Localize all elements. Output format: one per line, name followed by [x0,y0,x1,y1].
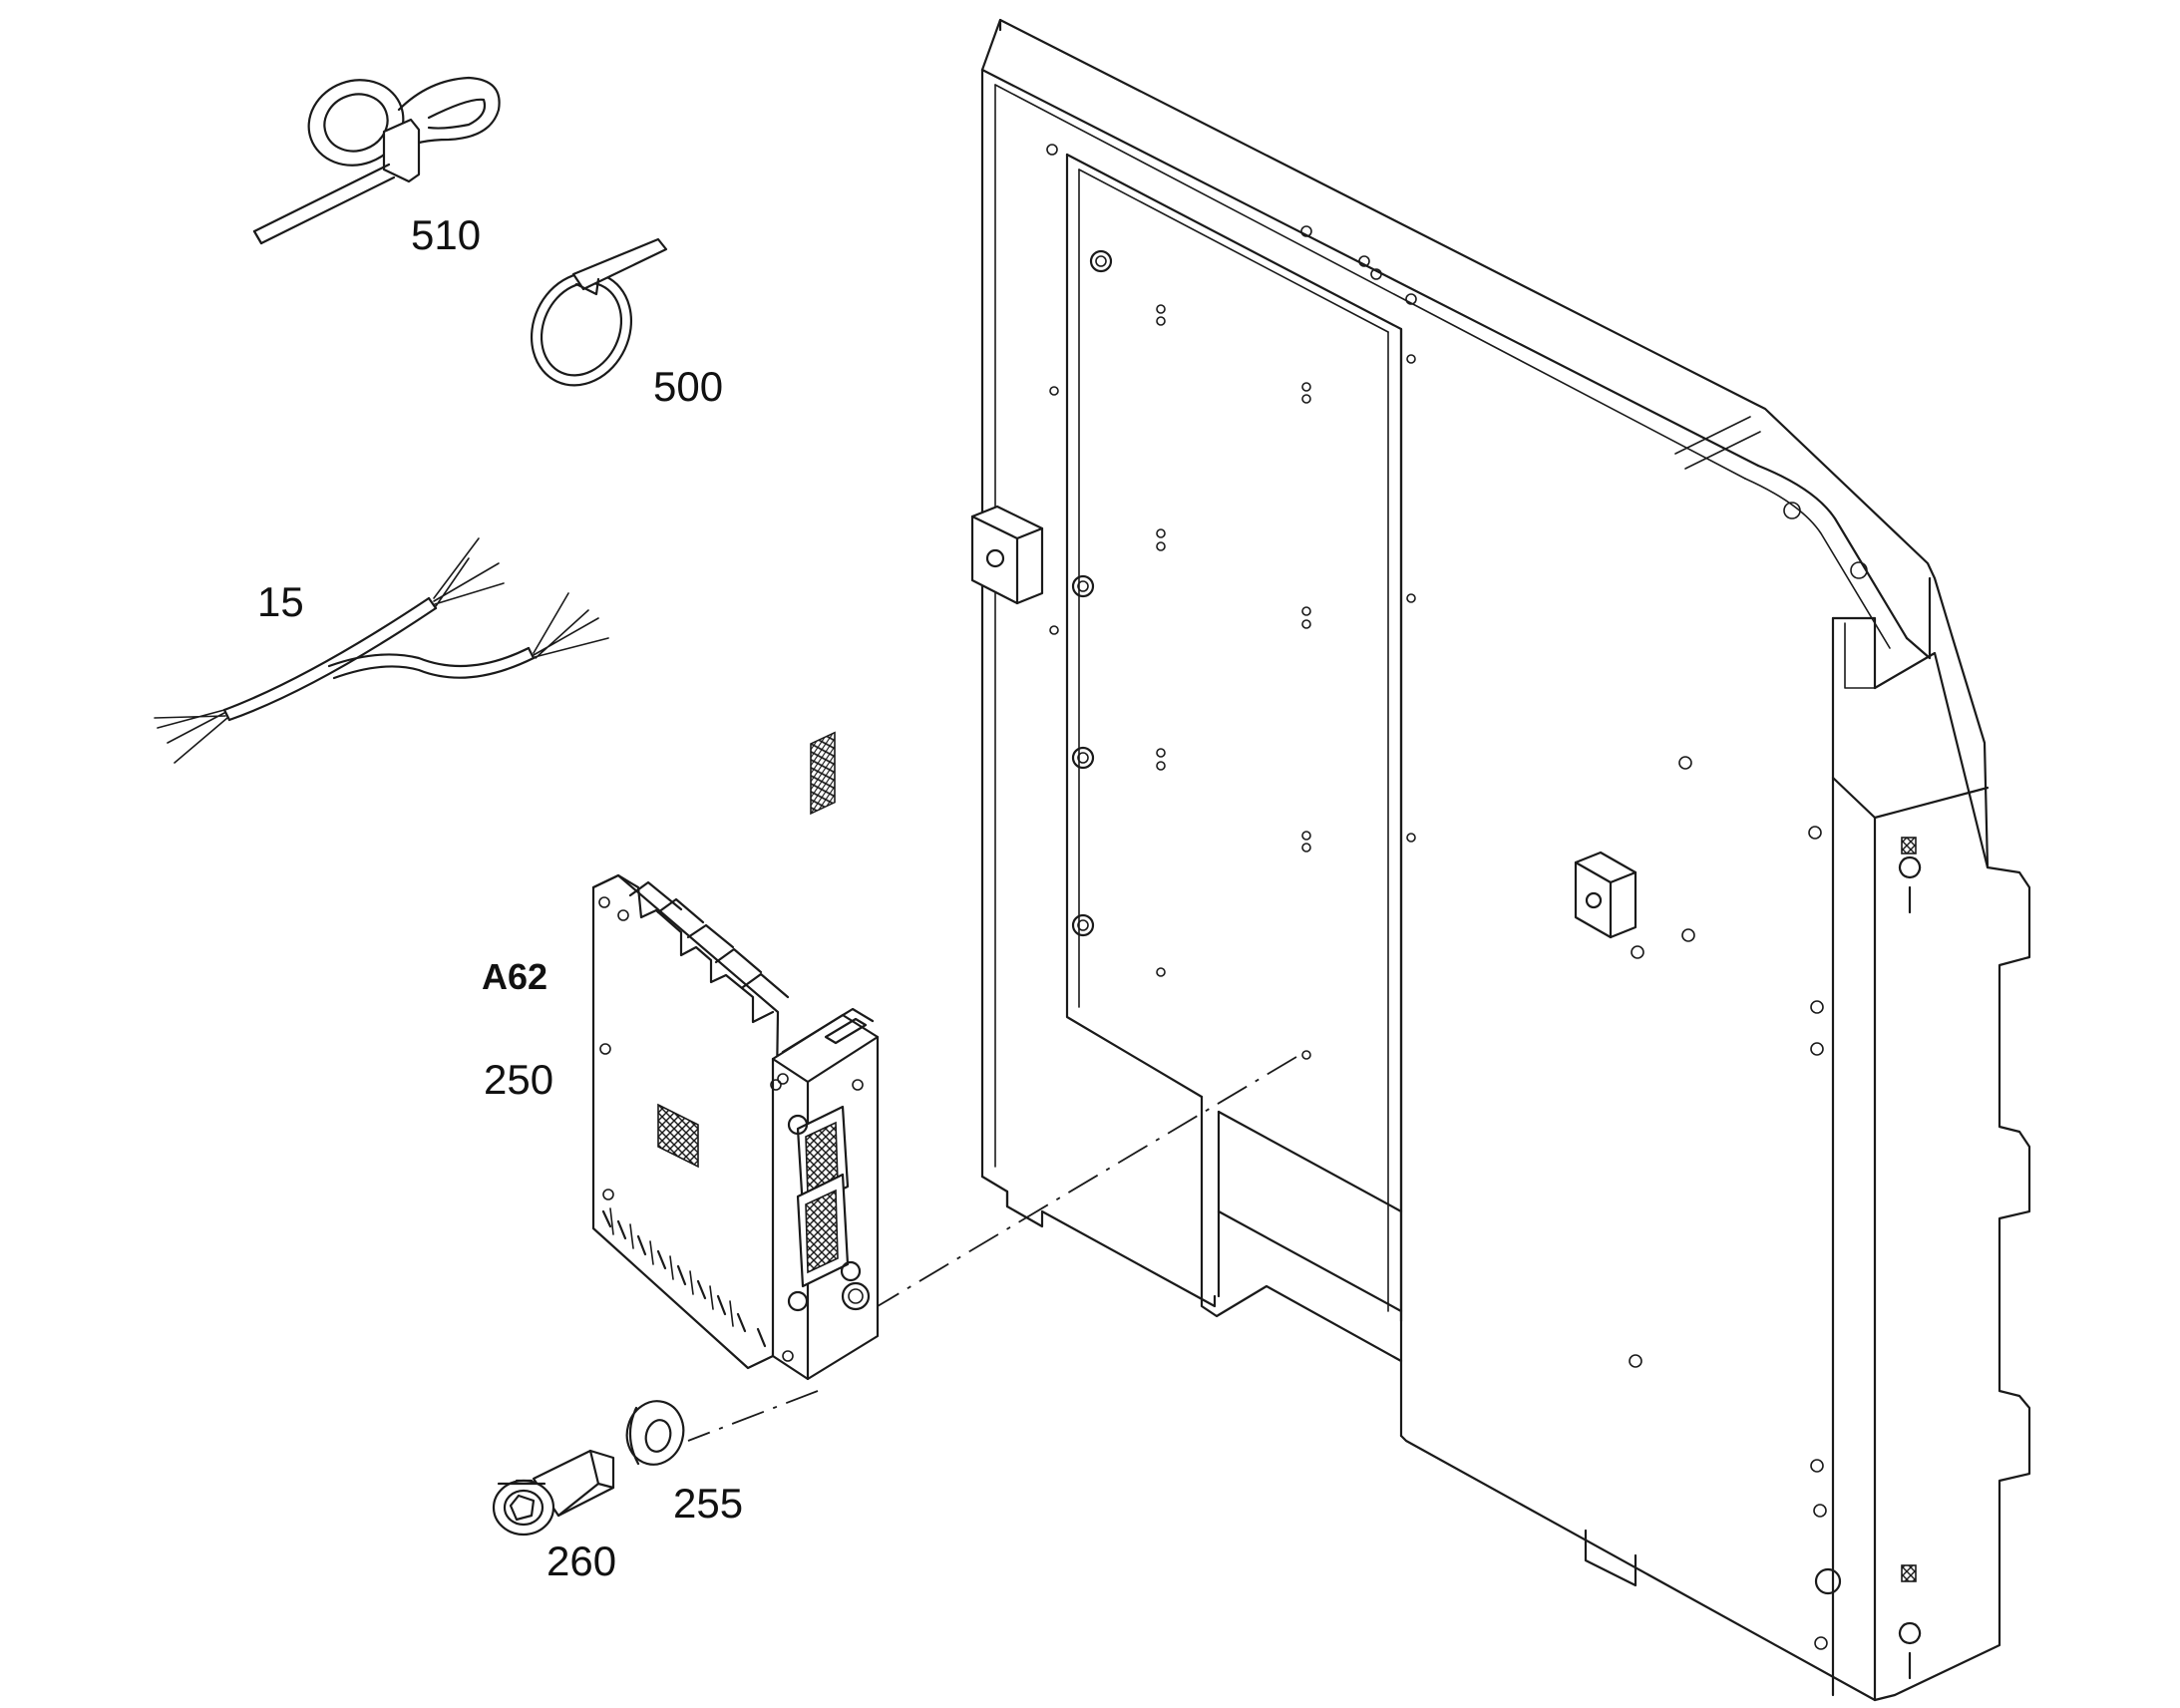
cable-15 [154,537,609,764]
callout-250: 250 [484,1056,553,1103]
callout-15: 15 [257,578,304,625]
callout-a62: A62 [482,956,547,997]
callout-255: 255 [673,1480,743,1527]
cable-tie-mount-510 [252,76,501,245]
screw-axis-line [687,1390,819,1442]
screw-260 [492,1449,615,1537]
callout-260: 260 [546,1537,616,1584]
callout-510: 510 [411,211,481,258]
washer-255 [625,1400,685,1466]
nut-icon [1071,249,1113,937]
mounting-axis-line [877,1056,1297,1307]
callout-500: 500 [653,363,723,410]
hole-pattern [1046,144,1868,1650]
cable-tie-500 [530,237,668,387]
control-unit-250 [591,731,880,1381]
mounting-panel [970,18,2031,1702]
